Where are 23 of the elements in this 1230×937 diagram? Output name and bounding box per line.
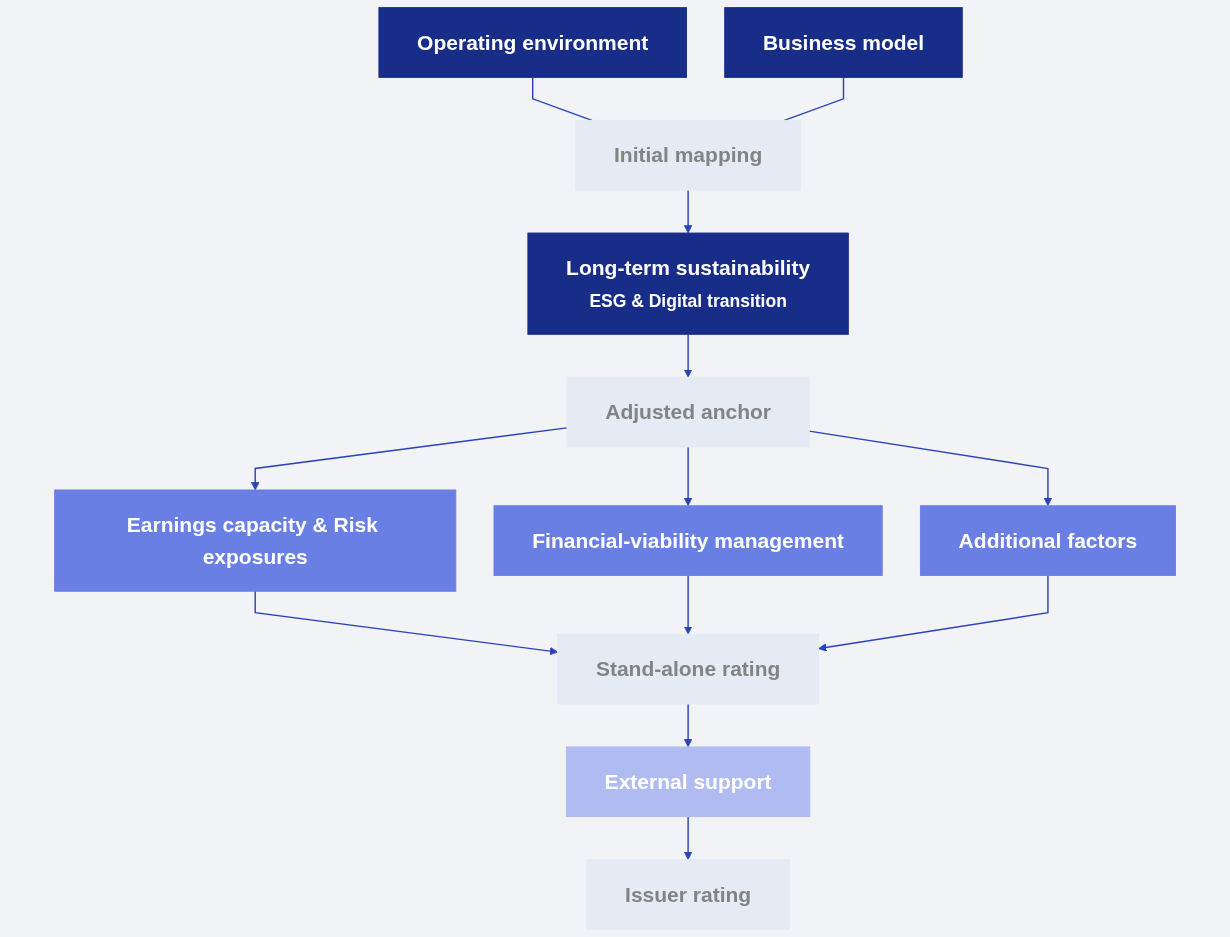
node-box: Stand-alone rating <box>557 633 819 705</box>
node-box: Business model <box>724 7 963 78</box>
arrow <box>683 333 693 378</box>
arrow <box>683 815 693 860</box>
arrow <box>683 574 693 635</box>
arrow <box>683 189 693 234</box>
node-box: External support <box>565 746 811 818</box>
node-box: Adjusted anchor <box>566 376 810 448</box>
arrow <box>254 590 558 656</box>
node-box: Initial mapping <box>575 119 801 191</box>
connector <box>531 76 593 122</box>
node-box: Additional factors <box>919 505 1176 576</box>
node-box: Issuer rating <box>586 859 790 930</box>
arrow <box>250 427 568 491</box>
arrow <box>683 446 693 507</box>
arrow <box>683 703 693 748</box>
node-box: Earnings capacity & Risk exposures <box>54 489 457 592</box>
connector <box>783 76 845 122</box>
node-box: Financial-viability management <box>493 505 883 576</box>
node-box: Long-term sustainability ESG & Digital transition <box>527 232 849 335</box>
node-box: Operating environment <box>378 7 687 78</box>
arrow <box>818 574 1049 652</box>
arrow <box>808 430 1053 507</box>
